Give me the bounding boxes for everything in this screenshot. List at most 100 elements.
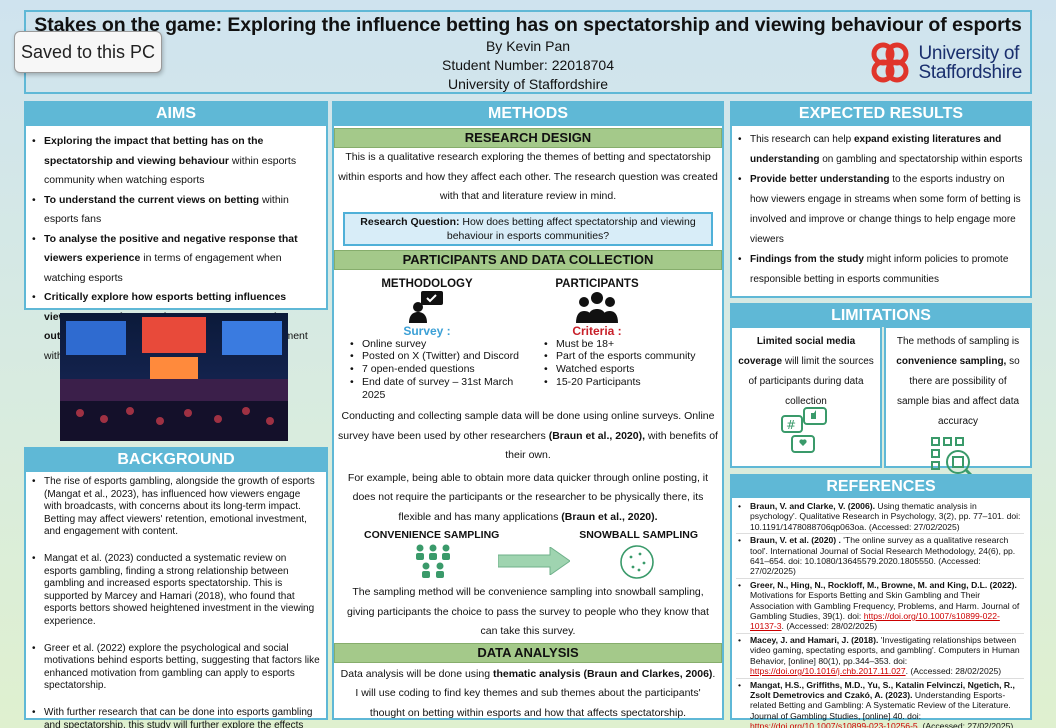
limitations-heading: LIMITATIONS bbox=[730, 303, 1032, 327]
poster-title: Stakes on the game: Exploring the influe… bbox=[34, 14, 1022, 36]
reference-item: Macey, J. and Hamari, J. (2018). 'Invest… bbox=[736, 635, 1024, 679]
limitation-sampling-bold: convenience sampling, bbox=[896, 356, 1007, 367]
analysis-method: thematic analysis (Braun and Clarkes, 20… bbox=[492, 667, 713, 680]
reference-text: Using thematic analysis in psychology'. … bbox=[750, 501, 1021, 532]
snowball-icon bbox=[620, 545, 654, 580]
reference-text: 'The online survey as a qualitative rese… bbox=[750, 535, 1016, 577]
participants-title: PARTICIPANTS bbox=[555, 277, 639, 290]
methods-box: RESEARCH DESIGN This is a qualitative re… bbox=[332, 124, 724, 720]
data-analysis-text: Data analysis will be done using themati… bbox=[334, 665, 722, 724]
criteria-item: Must be 18+ bbox=[542, 338, 712, 351]
background-heading: BACKGROUND bbox=[24, 447, 328, 471]
reference-text: 'Investigating relationships between vid… bbox=[750, 634, 1020, 666]
aims-item-bold: To understand the current views on betti… bbox=[44, 193, 260, 206]
limitation-sampling-b: so there are possibility of sample bias … bbox=[896, 356, 1020, 427]
para1-end: with benefits of their own. bbox=[505, 429, 718, 462]
criteria-item: 15-20 Participants bbox=[542, 376, 712, 389]
participants-column: PARTICIPANTS Criteria : Must be 18+Part … bbox=[542, 278, 712, 402]
reference-accessed: . (Accessed: 28/02/2025) bbox=[905, 666, 1002, 677]
rq-label: Research Question: bbox=[360, 215, 460, 228]
background-box: The rise of esports gambling, alongside … bbox=[24, 470, 328, 728]
aims-item-bold: To analyse the positive and negative res… bbox=[44, 232, 298, 265]
logo-line-1: University of bbox=[918, 43, 1020, 64]
reference-authors: Mangat, H.S., Griffiths, M.D., Yu, S., K… bbox=[750, 679, 1015, 700]
survey-item: End date of survey – 31st March 2025 bbox=[348, 376, 528, 402]
para2-text: For example, being able to obtain more d… bbox=[347, 471, 709, 523]
logo-line-2: Staffordshire bbox=[918, 62, 1023, 83]
survey-item: Online survey bbox=[348, 338, 528, 351]
expected-item-a: This research can help bbox=[750, 134, 854, 145]
saved-toast[interactable]: Saved to this PC bbox=[14, 31, 162, 73]
research-question: Research Question: How does betting affe… bbox=[343, 211, 713, 246]
survey-label: Survey : bbox=[403, 323, 451, 338]
expected-results-box: This research can help expand existing l… bbox=[730, 124, 1032, 298]
esports-arena-photo bbox=[60, 313, 288, 441]
data-analysis-heading: DATA ANALYSIS bbox=[334, 642, 722, 663]
svg-text:#: # bbox=[786, 418, 796, 432]
aims-item-bold: Exploring the impact that betting has on… bbox=[44, 135, 264, 167]
author: By Kevin Pan bbox=[485, 38, 571, 54]
aims-item-text: within esports community when watching e… bbox=[44, 154, 297, 187]
rq-text: How does betting affect spectatorship an… bbox=[446, 215, 696, 242]
limitation-sampling: The methods of sampling is convenience s… bbox=[884, 326, 1032, 484]
expected-item-bold: Provide better understanding bbox=[750, 174, 890, 185]
background-item: With further research that can be done i… bbox=[30, 707, 320, 728]
group-icon bbox=[482, 290, 712, 324]
reference-item: Mangat, H.S., Griffiths, M.D., Yu, S., K… bbox=[736, 680, 1024, 728]
methodology-column: METHODOLOGY Survey : Online surveyPosted… bbox=[348, 278, 528, 402]
methods-heading: METHODS bbox=[332, 101, 724, 125]
reference-item: Greer, N., Hing, N., Rockloff, M., Brown… bbox=[736, 580, 1024, 634]
benefits-paragraph: For example, being able to obtain more d… bbox=[334, 469, 722, 528]
reference-text: Understanding Esports-related Betting an… bbox=[750, 689, 1011, 721]
expected-item-b: might inform policies to promote respons… bbox=[750, 254, 1009, 285]
analysis-text-a: Data analysis will be done using bbox=[340, 667, 493, 680]
criteria-label: Criteria : bbox=[572, 323, 622, 338]
aims-box: Exploring the impact that betting has on… bbox=[24, 124, 328, 362]
student-number: Student Number: 22018704 bbox=[441, 57, 614, 73]
limitation-sampling-a: The methods of sampling is bbox=[896, 336, 1020, 347]
staffordshire-knot-icon bbox=[871, 42, 909, 83]
para1-citation: (Braun et al., 2020), bbox=[548, 429, 646, 442]
sampling-paragraph: The sampling method will be convenience … bbox=[347, 586, 709, 638]
participants-heading: PARTICIPANTS AND DATA COLLECTION bbox=[334, 249, 722, 270]
reference-item: Braun, V. and Clarke, V. (2006). Using t… bbox=[736, 501, 1024, 535]
reference-accessed: . (Accessed: 27/02/2025) bbox=[917, 721, 1014, 728]
expected-item-bold: Findings from the study bbox=[750, 254, 864, 265]
analysis-text-b: . I will use coding to find key themes a… bbox=[355, 667, 716, 719]
reference-accessed: . (Accessed: 28/02/2025) bbox=[781, 621, 878, 632]
aims-item: Exploring the impact that betting has on… bbox=[30, 132, 320, 191]
survey-item: 7 open-ended questions bbox=[348, 363, 528, 376]
survey-item: Posted on X (Twitter) and Discord bbox=[348, 350, 528, 363]
university-name: University of Staffordshire bbox=[447, 76, 609, 92]
reference-text: Motivations for Esports Betting and Skin… bbox=[750, 590, 1020, 622]
expected-item: Provide better understanding to the espo… bbox=[736, 170, 1024, 250]
references-heading: REFERENCES bbox=[730, 474, 1032, 498]
reference-item: Braun, V. et al. (2020) . 'The online su… bbox=[736, 535, 1024, 579]
aims-item-text: in terms of engagement when watching esp… bbox=[44, 252, 282, 284]
references-box: Braun, V. and Clarke, V. (2006). Using t… bbox=[730, 496, 1032, 728]
social-media-icon: # bbox=[781, 407, 827, 453]
reference-doi-link[interactable]: https://doi.org/10.1016/j.chb.2017.11.02… bbox=[750, 666, 906, 677]
expected-results-heading: EXPECTED RESULTS bbox=[730, 101, 1032, 125]
expected-item-b: on gambling and spectatorship within esp… bbox=[819, 154, 1023, 165]
research-design-text: This is a qualitative research exploring… bbox=[338, 151, 718, 202]
expected-item: Findings from the study might inform pol… bbox=[736, 250, 1024, 290]
snowball-sampling-label: SNOWBALL SAMPLING bbox=[579, 529, 698, 542]
reference-authors: Greer, N., Hing, N., Rockloff, M., Brown… bbox=[750, 579, 1017, 590]
survey-paragraph: Conducting and collecting sample data wi… bbox=[334, 407, 722, 466]
limitation-coverage-bold: Limited social media coverage bbox=[738, 336, 856, 367]
criteria-item: Watched esports bbox=[542, 363, 712, 376]
expected-item-bold: expand existing literatures and understa… bbox=[750, 134, 1002, 165]
limitation-coverage-text: will limit the sources of participants d… bbox=[748, 356, 874, 407]
aims-item: To analyse the positive and negative res… bbox=[30, 230, 320, 289]
research-design-heading: RESEARCH DESIGN bbox=[334, 128, 722, 148]
reference-authors: Braun, V. and Clarke, V. (2006). bbox=[750, 501, 875, 511]
reference-doi-link[interactable]: https://doi.org/10.1007/s10899-023-10256… bbox=[750, 721, 918, 728]
poster-header: Stakes on the game: Exploring the influe… bbox=[24, 10, 1032, 94]
para1-text: Conducting and collecting sample data wi… bbox=[338, 410, 715, 442]
expected-item-b: to the esports industry on how viewers e… bbox=[750, 174, 1021, 245]
aims-item-text: within esports fans bbox=[44, 193, 289, 226]
aims-item: To understand the current views on betti… bbox=[30, 191, 320, 230]
reference-doi-link[interactable]: https://doi.org/10.1007/s10899-022-10137… bbox=[750, 611, 1000, 632]
expected-item: This research can help expand existing l… bbox=[736, 130, 1024, 170]
